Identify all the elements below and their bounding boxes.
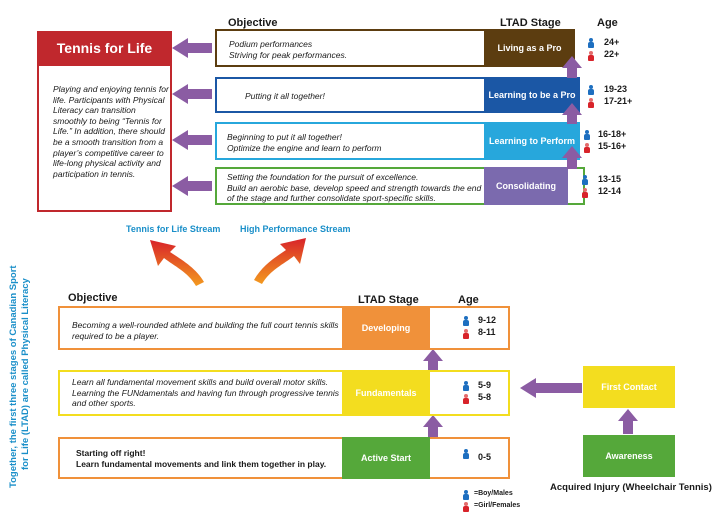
tennis-for-life-text: Playing and enjoying tennis for life. Pa…: [53, 84, 169, 179]
age-values: 24+22+: [604, 37, 620, 59]
bottom-stage-header: LTAD Stage: [358, 294, 419, 306]
boy-icon: [582, 175, 588, 185]
tfl-stream-arrow: [150, 240, 204, 286]
girl-icon: [463, 329, 469, 339]
boy-icon: [463, 316, 469, 326]
age-values: 16-18+15-16+: [598, 129, 627, 151]
stage-awareness: Awareness: [583, 435, 675, 477]
row-active-start: Starting off right!Learn fundamental mov…: [58, 437, 510, 479]
tfl-stream-label: Tennis for Life Stream: [126, 224, 221, 234]
girl-icon: [588, 98, 594, 108]
stage-consolidating: Consolidating: [484, 167, 568, 205]
bottom-objective-header: Objective: [68, 292, 118, 304]
tennis-for-life-box: Playing and enjoying tennis for life. Pa…: [37, 64, 172, 212]
side-text-line-2: for Life (LTAD) are called Physical Lite…: [20, 278, 31, 470]
stage-first-contact: First Contact: [583, 366, 675, 408]
stage-living-as-a-pro: Living as a Pro: [484, 29, 575, 67]
boy-icon: [463, 381, 469, 391]
first-contact-arrow: [520, 378, 582, 398]
objective-line: Beginning to put it all together!Optimiz…: [227, 132, 382, 153]
top-age-header: Age: [597, 17, 618, 29]
boy-icon: [584, 130, 590, 140]
row-fundamentals: Learn all fundamental movement skills an…: [58, 370, 510, 416]
row-developing: Becoming a well-rounded athlete and buil…: [58, 306, 510, 350]
stage-learning-to-perform: Learning to Perform: [484, 122, 580, 160]
hp-stream-label: High Performance Stream: [240, 224, 351, 234]
stage-fundamentals: Fundamentals: [342, 370, 430, 416]
side-text-line-1: Together, the first three stages of Cana…: [8, 265, 19, 488]
boy-icon: [463, 490, 469, 500]
legend-boys: =Boy/Males: [474, 490, 513, 497]
girl-icon: [463, 502, 469, 512]
tennis-for-life-title: Tennis for Life: [37, 31, 172, 64]
objective-line: Learn all fundamental movement skills an…: [72, 377, 339, 408]
boy-icon: [588, 85, 594, 95]
acquired-injury-label: Acquired Injury (Wheelchair Tennis): [550, 482, 712, 493]
hp-stream-arrow: [254, 238, 306, 284]
objective-line: Setting the foundation for the pursuit o…: [227, 172, 482, 203]
objective-line: Starting off right!Learn fundamental mov…: [76, 448, 327, 469]
bottom-age-header: Age: [458, 294, 479, 306]
stage-developing: Developing: [342, 306, 430, 350]
stage-active-start: Active Start: [342, 437, 430, 479]
up-arrows: [423, 56, 638, 440]
girl-icon: [584, 143, 590, 153]
top-stage-header: LTAD Stage: [500, 17, 561, 29]
girl-icon: [588, 51, 594, 61]
stage-learning-to-be-a-pro: Learning to be a Pro: [484, 77, 580, 113]
boy-icon: [463, 449, 469, 459]
girl-icon: [463, 394, 469, 404]
left-arrows: [172, 38, 212, 196]
girl-icon: [582, 188, 588, 198]
top-objective-header: Objective: [228, 17, 278, 29]
legend-girls: =Girl/Females: [474, 502, 521, 509]
objective-line: Putting it all together!: [245, 91, 325, 101]
objective-line: Becoming a well-rounded athlete and buil…: [72, 320, 339, 341]
boy-icon: [588, 38, 594, 48]
age-values: 0-5: [478, 452, 492, 462]
